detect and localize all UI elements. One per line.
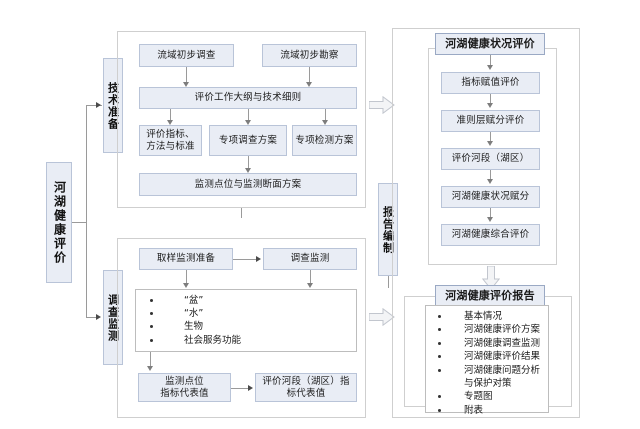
survey-dimensions-list: “盆” “水” 生物 社会服务功能 (135, 289, 357, 352)
line-outline-to-survey-plan (248, 109, 249, 122)
header-river-lake-health-status-assessment: 河湖健康状况评价 (435, 33, 545, 55)
list-item: 社会服务功能 (146, 334, 354, 347)
arrow-step1-to-step2 (486, 103, 493, 108)
box-evaluation-outline-and-technical-rules: 评价工作大纲与技术细则 (139, 87, 357, 109)
arrow-survey-plan-to-monitor-points (244, 168, 251, 173)
block-arrow-techprep-to-assessment (369, 96, 395, 114)
line-point-values-to-reach-values (231, 388, 249, 389)
list-item: “盆” (146, 294, 354, 307)
arrow-recon-to-outline (305, 82, 312, 87)
list-item: 附表 (434, 404, 546, 417)
arrow-bullets-to-point-values (146, 366, 153, 371)
list-item: 河湖健康评价方案 (434, 323, 546, 336)
arrow-outline-to-survey-plan (244, 120, 251, 125)
box-river-lake-health-status-score: 河湖健康状况赋分 (441, 186, 540, 208)
box-evaluation-indicators-methods-standards: 评价指标、 方法与标准 (139, 125, 202, 156)
box-special-testing-plan: 专项检测方案 (292, 125, 357, 156)
box-survey-monitoring: 调查监测 (263, 248, 357, 270)
box-indicator-valuation-assessment: 指标赋值评价 (441, 72, 540, 94)
root-trunk-vertical (86, 105, 87, 317)
box-special-survey-plan: 专项调查方案 (209, 125, 287, 156)
arrow-assess-header-to-step1 (486, 65, 493, 70)
list-item: 河湖健康问题分析 与保护对策 (434, 364, 546, 391)
stage-label-report-compile: 报告编制 (378, 183, 398, 276)
box-river-lake-health-comprehensive-assessment: 河湖健康综合评价 (441, 224, 540, 246)
box-basin-preliminary-survey: 流域初步调查 (139, 44, 234, 67)
arrow-step3-to-step4 (486, 179, 493, 184)
header-river-lake-health-assessment-report: 河湖健康评价报告 (435, 285, 545, 307)
techprep-down-connector (241, 208, 242, 218)
stage-label-survey-monitor: 调查监测 (103, 270, 123, 365)
root-label-river-lake-health-assessment: 河湖健康评价 (46, 162, 72, 283)
tech-prep-panel (117, 31, 366, 208)
arrow-survey-to-outline (182, 82, 189, 87)
line-recon-to-outline (309, 67, 310, 84)
arrow-outline-to-test-plan (321, 120, 328, 125)
list-item: 生物 (146, 320, 354, 333)
line-survey-to-outline (186, 67, 187, 84)
line-outline-to-indicators (170, 109, 171, 122)
report-contents-items: 基本情况 河湖健康评价方案 河湖健康调查监测 河湖健康评价结果 河湖健康问题分析… (434, 310, 546, 417)
line-bullets-to-point-values (150, 352, 151, 368)
report-stage-top-trunk (388, 208, 389, 220)
line-prep-to-bullets (186, 270, 187, 285)
list-item: 专题图 (434, 390, 546, 403)
line-survey-plan-to-monitor-points (248, 156, 249, 170)
arrow-to-techprep (96, 101, 101, 108)
line-monitoring-to-bullets (310, 270, 311, 285)
arrow-outline-to-indicators (166, 120, 173, 125)
report-stage-bottom-trunk (388, 276, 389, 288)
arrow-step4-to-step5 (486, 217, 493, 222)
list-item: 河湖健康调查监测 (434, 337, 546, 350)
arrow-point-values-to-reach-values (248, 384, 253, 391)
line-assess-header-to-step1 (490, 55, 491, 67)
arrow-prep-to-bullets (182, 283, 189, 288)
arrow-prep-to-monitoring (256, 255, 261, 262)
survey-monitor-panel (117, 238, 366, 418)
line-outline-to-test-plan (325, 109, 326, 122)
block-arrow-survey-to-report (369, 308, 395, 326)
line-prep-to-monitoring (233, 259, 257, 260)
survey-dimensions-items: “盆” “水” 生物 社会服务功能 (146, 294, 354, 347)
trunk-to-survey-line (86, 317, 97, 318)
report-contents-list: 基本情况 河湖健康评价方案 河湖健康调查监测 河湖健康评价结果 河湖健康问题分析… (425, 305, 549, 416)
box-reach-lake-indicator-values: 评价河段（湖区）指 标代表值 (255, 373, 357, 402)
list-item: “水” (146, 307, 354, 320)
line-step4-to-step5 (490, 208, 491, 219)
list-item: 河湖健康评价结果 (434, 350, 546, 363)
arrow-to-survey (96, 313, 101, 320)
box-sampling-monitoring-preparation: 取样监测准备 (139, 248, 233, 270)
list-item: 基本情况 (434, 310, 546, 323)
arrow-step2-to-step3 (486, 141, 493, 146)
block-arrow-assessment-to-report (482, 266, 500, 290)
line-step1-to-step2 (490, 94, 491, 105)
root-to-label-connector (72, 222, 87, 223)
box-basin-preliminary-reconnaissance: 流域初步勘察 (262, 44, 357, 67)
right-outer-panel (392, 28, 580, 418)
box-criterion-layer-scoring-assessment: 准则层赋分评价 (441, 110, 540, 132)
stage-label-tech-prep: 技术准备 (103, 58, 123, 153)
trunk-to-techprep-line (86, 105, 102, 106)
line-step3-to-step4 (490, 170, 491, 181)
arrow-monitoring-to-bullets (306, 283, 313, 288)
box-monitoring-point-indicator-values: 监测点位 指标代表值 (138, 373, 231, 402)
box-monitoring-points-and-section-plan: 监测点位与监测断面方案 (139, 173, 357, 196)
box-evaluation-reach-lake-area: 评价河段（湖区） (441, 148, 540, 170)
line-step2-to-step3 (490, 132, 491, 143)
